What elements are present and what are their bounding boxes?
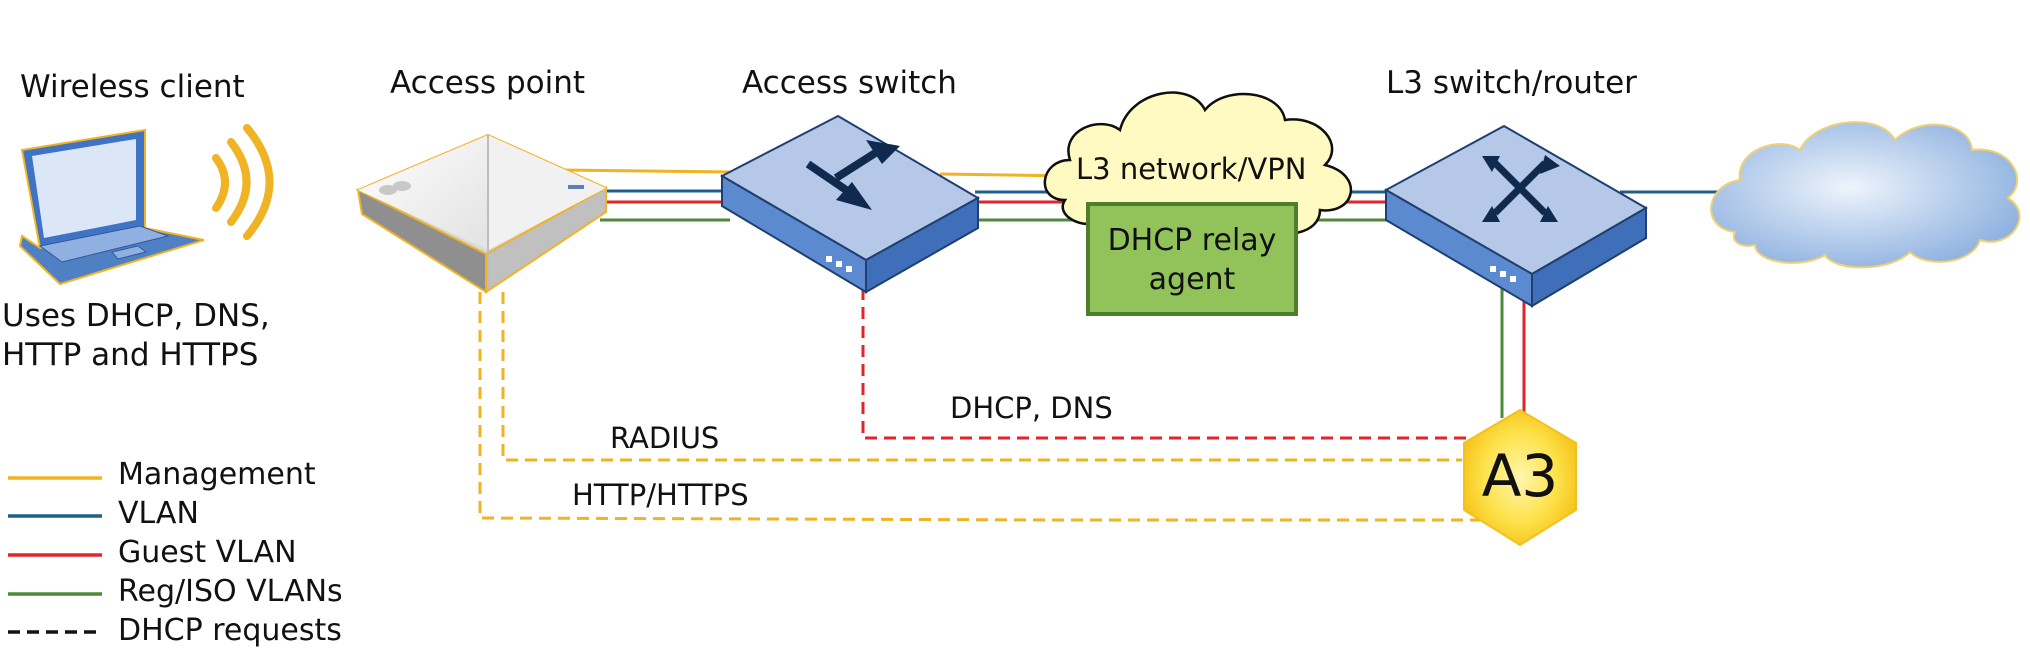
l3-network-label: L3 network/VPN [1076, 152, 1306, 186]
radius-flow-line [501, 292, 1462, 462]
legend: Management VLAN Guest VLAN Reg/ISO VLANs… [8, 457, 343, 648]
a3-server-icon [1463, 408, 1577, 547]
internet-cloud [1710, 121, 2021, 269]
access-switch-icon [719, 114, 981, 294]
wireless-client-label: Wireless client [20, 69, 245, 105]
access-point-label: Access point [390, 65, 585, 101]
l3-switch-label: L3 switch/router [1386, 65, 1637, 101]
dhcp-relay-box [1086, 202, 1298, 316]
client-note-line-1: Uses DHCP, DNS, [2, 298, 270, 334]
wifi-signal-icon [212, 124, 274, 240]
dhcp-relay-label-1: DHCP relay [1108, 223, 1277, 258]
access-point-icon [355, 133, 609, 294]
legend-label-guest-vlan: Guest VLAN [118, 535, 297, 570]
management-line-ap-switch [559, 168, 731, 174]
dhcp-relay-label-2: agent [1149, 262, 1236, 297]
access-switch-label: Access switch [742, 65, 957, 101]
client-note-line-2: HTTP and HTTPS [2, 337, 258, 373]
legend-label-management: Management [118, 457, 316, 492]
dhcp-dns-label: DHCP, DNS [950, 391, 1113, 425]
http-https-label: HTTP/HTTPS [572, 478, 749, 512]
laptop-icon [18, 128, 205, 286]
legend-label-dhcp-requests: DHCP requests [118, 613, 342, 648]
http-https-flow-line [478, 292, 1480, 522]
a3-label: A3 [1482, 442, 1559, 510]
l3-switch-router-icon [1383, 124, 1648, 308]
legend-label-vlan: VLAN [118, 496, 199, 531]
legend-label-reg-iso: Reg/ISO VLANs [118, 574, 343, 609]
radius-label: RADIUS [610, 421, 719, 455]
dhcp-dns-flow-line [861, 288, 1468, 440]
